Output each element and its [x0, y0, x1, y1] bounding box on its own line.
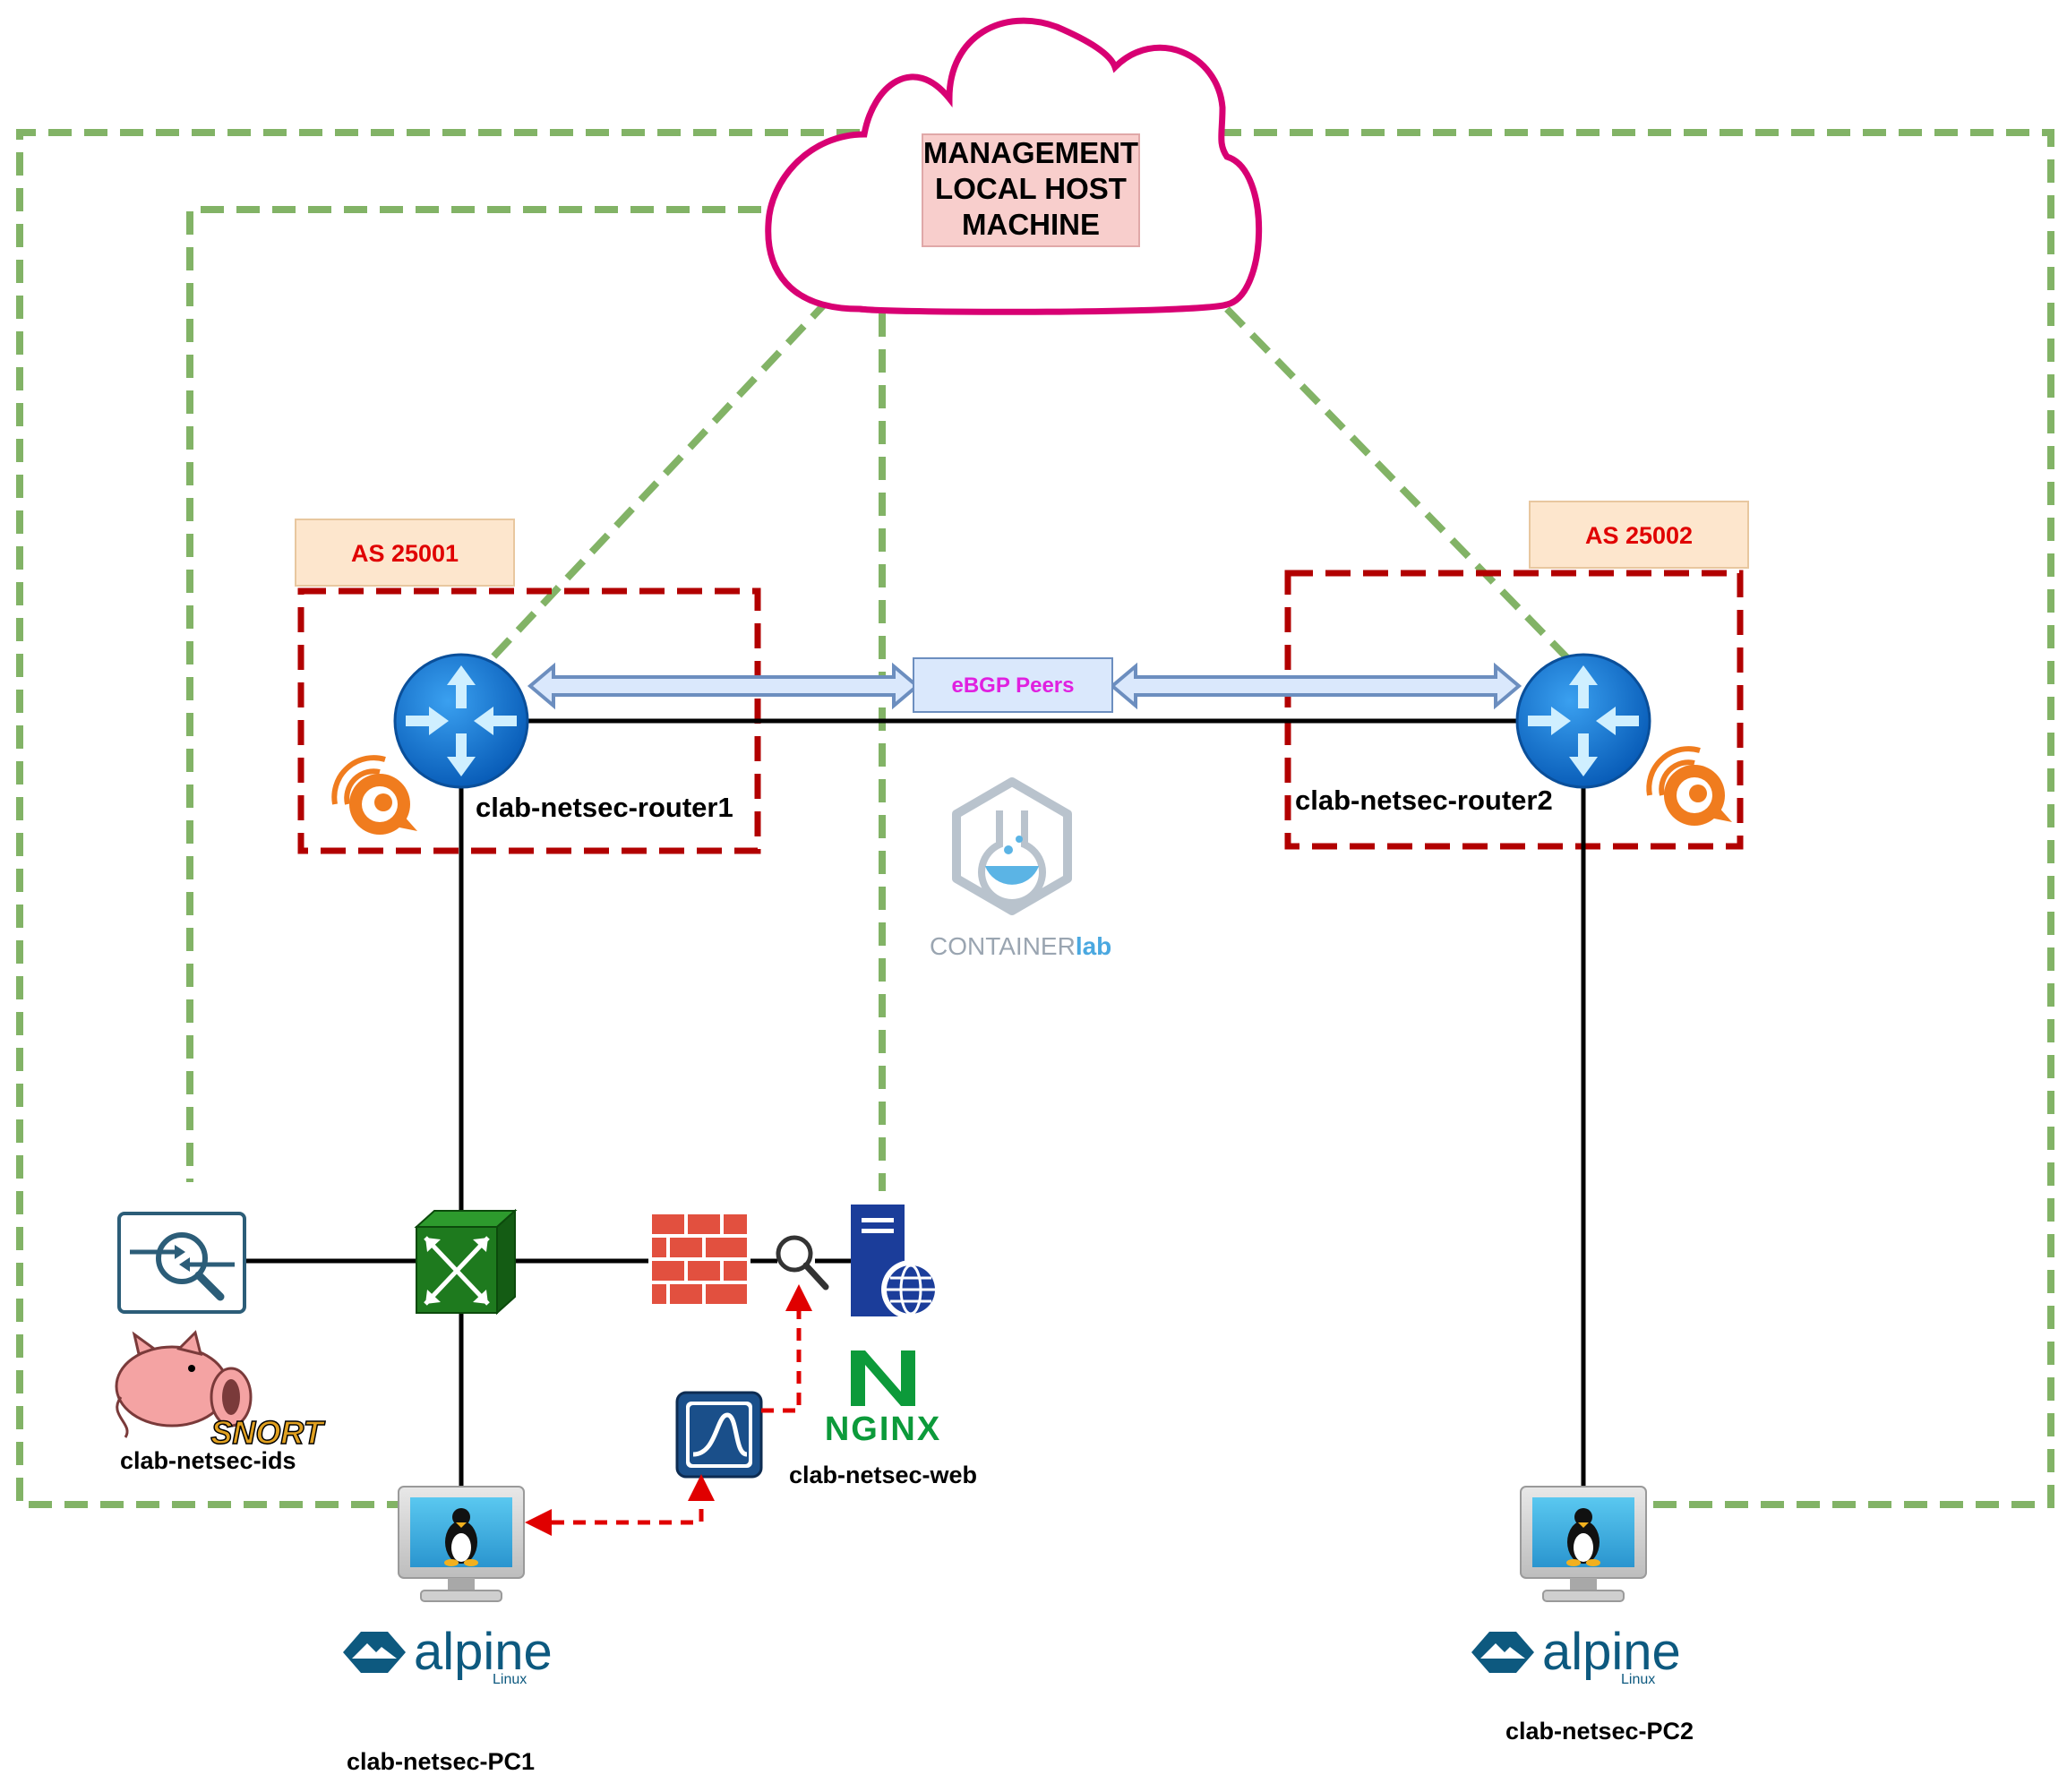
firewall-icon: [648, 1211, 750, 1308]
containerlab-icon: [952, 777, 1072, 915]
as25002-label: AS 25002: [1529, 501, 1749, 569]
mgmt-to-router2: [1224, 306, 1579, 670]
ids-node[interactable]: SNORT clab-netsec-ids: [115, 1212, 326, 1474]
alpine-icon: alpine Linux: [1471, 1623, 1681, 1687]
alpine-logo-text: alpine: [414, 1623, 553, 1681]
capture-arrow-pc1: [525, 1474, 715, 1536]
mgmt-line-1: MANAGEMENT: [923, 136, 1138, 169]
router1-label: clab-netsec-router1: [476, 792, 733, 823]
ids-tap-icon: [117, 1212, 246, 1314]
snort-pig-icon: [115, 1330, 253, 1438]
capture-arrows: [525, 1284, 812, 1536]
ebgp-arrow-left: [527, 662, 921, 710]
router2-label: clab-netsec-router2: [1295, 785, 1553, 816]
containerlab-text-1: CONTAINER: [930, 932, 1076, 960]
nginx-logo-text: NGINX: [825, 1410, 941, 1448]
monitor-icon: [398, 1486, 525, 1602]
data-links: [246, 718, 1586, 1487]
snort-logo-text: SNORT: [210, 1414, 325, 1451]
management-network: [16, 129, 2054, 1508]
as25001-text: AS 25001: [351, 540, 459, 567]
tux-icon: [1566, 1508, 1600, 1566]
web-server-icon: [851, 1205, 940, 1319]
switch-node[interactable]: [414, 1208, 518, 1316]
router2-node[interactable]: clab-netsec-router2: [1295, 653, 1651, 816]
mgmt-outer-loop: [1218, 129, 2054, 1508]
mgmt-line-2: LOCAL HOST: [935, 172, 1127, 205]
firewall-node[interactable]: [648, 1211, 750, 1308]
switch-icon: [414, 1208, 518, 1316]
mgmt-to-router1: [481, 297, 831, 670]
alpine-sub-text: Linux: [493, 1672, 527, 1687]
monitor-icon: [1520, 1486, 1647, 1602]
containerlab-text-2: lab: [1076, 932, 1111, 960]
web-label: clab-netsec-web: [789, 1462, 977, 1488]
pc2-node[interactable]: alpine Linux clab-netsec-PC2: [1471, 1486, 1694, 1745]
containerlab-logo: CONTAINERlab: [930, 777, 1111, 960]
frr-icon: [331, 755, 417, 835]
capture-arrow-magnifier: [761, 1284, 812, 1413]
ebgp-text: eBGP Peers: [952, 673, 1075, 698]
nginx-icon: NGINX: [825, 1350, 941, 1448]
as25001-label: AS 25001: [295, 519, 515, 587]
as25002-box: [1284, 570, 1744, 850]
pc2-label: clab-netsec-PC2: [1505, 1718, 1694, 1745]
wireshark-icon: [675, 1391, 763, 1479]
mgmt-inner-left: [186, 206, 761, 1182]
pc1-label: clab-netsec-PC1: [347, 1748, 535, 1775]
management-cloud: MANAGEMENT LOCAL HOST MACHINE: [765, 17, 1263, 315]
alpine-sub-text: Linux: [1621, 1672, 1655, 1687]
ids-label: clab-netsec-ids: [120, 1447, 296, 1474]
wireshark-node[interactable]: [675, 1391, 763, 1479]
ebgp-arrow-right: [1109, 662, 1522, 710]
web-node[interactable]: NGINX clab-netsec-web: [789, 1205, 977, 1488]
frr-icon: [1646, 746, 1732, 826]
magnifier-icon[interactable]: [776, 1235, 829, 1290]
router-icon: [1515, 653, 1651, 789]
alpine-logo-text: alpine: [1542, 1623, 1681, 1681]
ebgp-label: eBGP Peers: [913, 657, 1113, 713]
router-icon: [393, 653, 529, 789]
as25002-text: AS 25002: [1585, 522, 1693, 549]
tux-icon: [444, 1508, 478, 1566]
mgmt-outer-left: [16, 129, 860, 1508]
svg-text:CONTAINERlab: CONTAINERlab: [930, 932, 1111, 960]
mgmt-line-3: MACHINE: [962, 208, 1100, 241]
router1-node[interactable]: clab-netsec-router1: [393, 653, 733, 823]
pc1-node[interactable]: alpine Linux clab-netsec-PC1: [343, 1486, 553, 1775]
alpine-icon: alpine Linux: [343, 1623, 553, 1687]
